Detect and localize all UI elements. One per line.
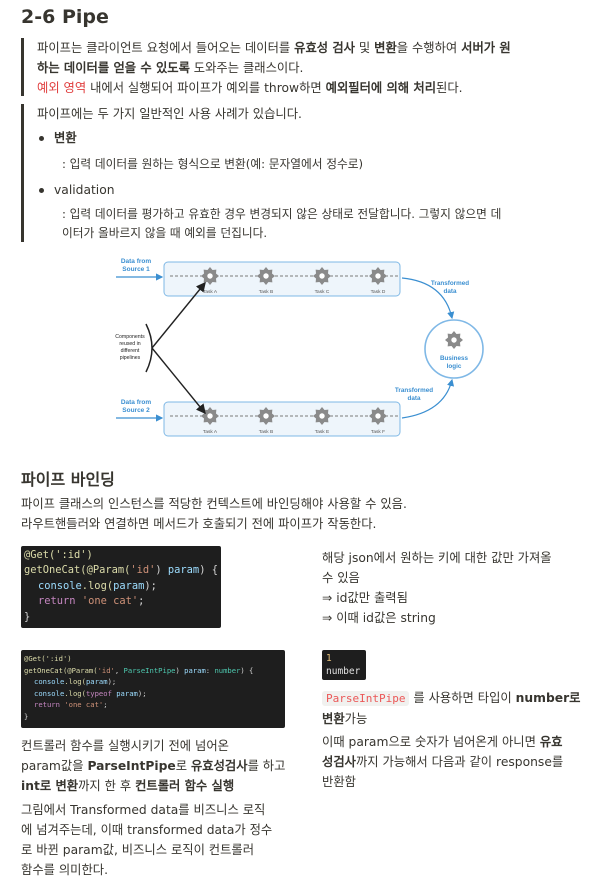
- svg-text:data: data: [408, 395, 421, 402]
- svg-text:Data from: Data from: [121, 258, 152, 265]
- reuse-arrow-top: [151, 281, 206, 349]
- svg-text:Source 1: Source 1: [122, 266, 150, 273]
- intro-quote: 파이프는 클라이언트 요청에서 들어오는 데이터를 유효성 검사 및 변환을 수…: [21, 38, 587, 96]
- task-label: Task A: [203, 429, 218, 435]
- code-line: @Get(':id'): [24, 654, 72, 663]
- svg-text:pipelines: pipelines: [120, 355, 141, 361]
- svg-text:Transformed: Transformed: [395, 387, 433, 394]
- task-label: Task A: [203, 289, 218, 295]
- bullet-icon: [39, 136, 44, 141]
- svg-text:Transformed: Transformed: [431, 280, 469, 287]
- task-label: Task F: [371, 429, 385, 435]
- code-line: getOneCat(@Param('id') param) {: [24, 564, 218, 577]
- code-line: }: [24, 711, 29, 721]
- intro-line-3: 예외 영역 내에서 실행되어 파이프가 예외를 throw하면 예외필터에 의해…: [37, 81, 463, 95]
- console-output: 1 number: [322, 650, 366, 680]
- code-block-1: @Get(':id') getOneCat(@Param('id') param…: [21, 546, 221, 628]
- note-param-json: 해당 json에서 원하는 키에 대한 값만 가져올 수 있음 ⇒ id값만 출…: [322, 551, 552, 625]
- binding-paragraph-1: 파이프 클래스의 인스턴스를 적당한 컨텍스트에 바인딩해야 사용할 수 있음.: [21, 497, 407, 511]
- svg-text:different: different: [121, 348, 140, 354]
- code-line: console.log(typeof param);: [34, 688, 147, 698]
- svg-text:logic: logic: [447, 363, 462, 370]
- transformed-arrow-top: [401, 277, 455, 320]
- task-label: Task E: [315, 429, 329, 435]
- svg-text:Components: Components: [115, 334, 145, 340]
- output-value: 1: [326, 653, 332, 664]
- svg-text:Source 2: Source 2: [122, 407, 150, 414]
- svg-text:Business: Business: [440, 355, 468, 362]
- svg-text:Data from: Data from: [121, 399, 152, 406]
- note-parseintpipe: ParseIntPipe 를 사용하면 타입이 number로 변환가능: [322, 691, 581, 726]
- usecase-lead: 파이프에는 두 가지 일반적인 사용 사례가 있습니다.: [37, 107, 302, 121]
- pipeline-top-tasks: Task A Task B Task C Task D: [170, 267, 398, 295]
- task-label: Task C: [315, 289, 330, 295]
- code-line: console.log(param);: [38, 579, 157, 592]
- task-label: Task B: [259, 429, 273, 435]
- pipeline-top-box: [163, 261, 401, 297]
- code-line: return 'one cat';: [34, 700, 108, 710]
- intro-line-1: 파이프는 클라이언트 요청에서 들어오는 데이터를 유효성 검사 및 변환을 수…: [37, 41, 511, 55]
- task-label: Task B: [259, 289, 273, 295]
- code-line: console.log(param);: [34, 677, 117, 687]
- code-line: @Get(':id'): [24, 549, 93, 561]
- business-gear-icon: [445, 331, 463, 349]
- reuse-arrow-bottom: [151, 347, 206, 415]
- page-title: 2-6 Pipe: [21, 6, 109, 28]
- usecase-quote: 파이프에는 두 가지 일반적인 사용 사례가 있습니다. 변환 : 입력 데이터…: [21, 104, 587, 242]
- source2-label: Data from Source 2: [121, 399, 152, 414]
- usecase-desc-validation: : 입력 데이터를 평가하고 유효한 경우 변경되지 않은 상태로 전달합니다.…: [62, 207, 502, 240]
- code-line: return 'one cat';: [38, 595, 145, 608]
- note-transformed-data: 그림에서 Transformed data를 비즈니스 로직 에 넘겨주는데, …: [21, 803, 273, 877]
- note-validation: 이때 param으로 숫자가 넘어온게 아니면 유효 성검사까지 가능해서 다음…: [322, 735, 564, 789]
- components-label: Components reused in different pipelines: [115, 334, 145, 361]
- bullet-icon: [39, 188, 44, 193]
- usecase-item-transform: 변환: [39, 128, 77, 148]
- task-label: Task D: [371, 289, 386, 295]
- note-controller-flow: 컨트롤러 함수를 실행시키기 전에 넘어온 param값을 ParseIntPi…: [21, 739, 286, 793]
- intro-line-2: 하는 데이터를 얻을 수 있도록 도와주는 클래스이다.: [37, 61, 304, 75]
- usecase-item-validation: validation: [39, 180, 115, 200]
- usecase-desc-transform: : 입력 데이터를 원하는 형식으로 변환(예: 문자열에서 정수로): [62, 157, 364, 171]
- binding-paragraph-2: 라우트핸들러와 연결하면 메서드가 호출되기 전에 파이프가 작동한다.: [21, 517, 377, 531]
- transformed-label-bottom: Transformed data: [395, 387, 433, 402]
- pipeline-bottom-box: [163, 401, 401, 437]
- svg-text:data: data: [444, 288, 457, 295]
- business-logic-label: Business logic: [440, 355, 468, 370]
- components-bracket: [145, 323, 153, 373]
- code-block-2: @Get(':id') getOneCat(@Param('id', Parse…: [21, 650, 285, 728]
- svg-text:reused in: reused in: [119, 341, 140, 347]
- transformed-label-top: Transformed data: [431, 280, 469, 295]
- inline-code: ParseIntPipe: [322, 691, 410, 706]
- source1-label: Data from Source 1: [121, 258, 152, 273]
- section-heading-binding: 파이프 바인딩: [21, 470, 115, 489]
- code-line: getOneCat(@Param('id', ParseIntPipe) par…: [24, 665, 254, 675]
- code-line: }: [24, 610, 31, 623]
- transformed-arrow-bottom: [401, 378, 455, 419]
- output-type: number: [326, 666, 361, 677]
